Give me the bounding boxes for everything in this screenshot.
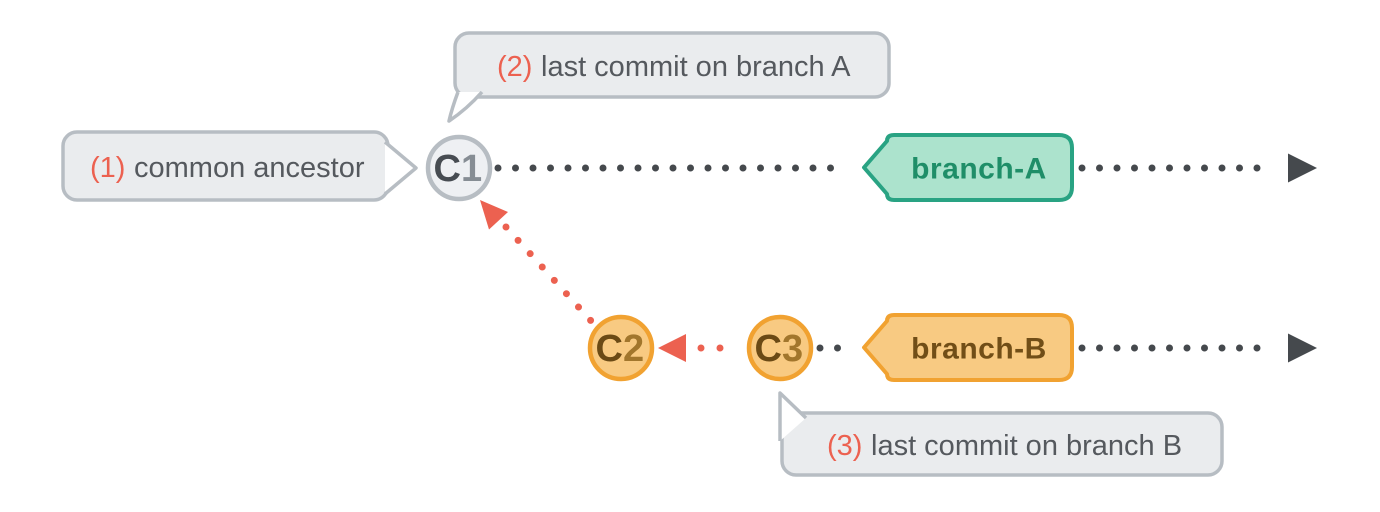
callout-1-marker: (1) <box>90 152 125 184</box>
callout-2-tail-icon <box>447 90 484 123</box>
branch-a-tag-label: branch-A <box>911 153 1047 186</box>
callout-1-pointer-icon <box>383 140 418 196</box>
commit-node-c1: C 1 <box>425 134 493 202</box>
callout-common-ancestor: (1) common ancestor <box>61 130 418 202</box>
branch-b-tag: branch-B <box>862 313 1074 382</box>
callout-1-text: common ancestor <box>134 152 365 184</box>
commit-node-c1-circle <box>425 134 493 202</box>
commit-c1-letter: C <box>434 148 461 190</box>
branch-b-tag-label: branch-B <box>911 333 1047 366</box>
commit-c2-letter: C <box>596 328 623 370</box>
callout-last-commit-b: (3) last commit on branch B <box>778 391 1224 477</box>
commit-c1-digit: 1 <box>461 148 482 190</box>
branch-b-timeline <box>816 333 1317 363</box>
branch-a-timeline <box>494 153 1317 183</box>
branch-b-arrowhead-icon <box>1288 333 1317 363</box>
branch-b-tag-shape <box>862 313 1074 382</box>
parent-arrow-c2-to-c1 <box>480 200 606 337</box>
commit-node-c3: C 3 <box>746 314 814 382</box>
callout-3-tail-icon <box>778 391 808 441</box>
parent-arrow-c3-c2-arrowhead-icon <box>658 334 686 362</box>
commit-node-c2: C 2 <box>587 314 655 382</box>
callout-2-marker: (2) <box>497 51 532 83</box>
callout-2-bubble <box>453 31 891 99</box>
commit-node-c2-circle <box>587 314 655 382</box>
commit-c2-digit: 2 <box>623 328 644 370</box>
commit-c3-letter: C <box>755 328 782 370</box>
callout-3-marker: (3) <box>827 430 862 462</box>
parent-arrow-c2-c1-dots <box>502 223 606 337</box>
commit-c3-digit: 3 <box>782 328 803 370</box>
callout-3-bubble <box>780 411 1224 477</box>
callout-2-text: last commit on branch A <box>541 51 851 83</box>
parent-arrow-c3-to-c2 <box>658 334 743 362</box>
branch-a-arrowhead-icon <box>1288 153 1317 183</box>
callout-3-text: last commit on branch B <box>871 430 1182 462</box>
branch-a-tag-shape <box>862 133 1074 202</box>
parent-arrow-c2-c1-arrowhead-icon <box>480 200 508 230</box>
commit-node-c3-circle <box>746 314 814 382</box>
callout-last-commit-a: (2) last commit on branch A <box>447 31 891 123</box>
branch-a-tag: branch-A <box>862 133 1074 202</box>
